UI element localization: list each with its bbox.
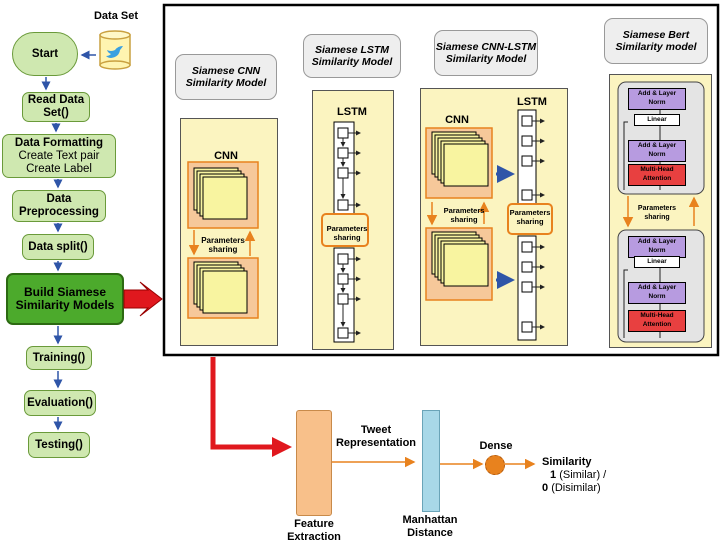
similarity-output: Similarity 1 (Similar) / 0 (Disimilar) xyxy=(542,456,652,495)
cnn-diagram xyxy=(187,161,259,319)
similarity-title: Similarity xyxy=(542,456,592,468)
read-data-label: Read Data Set() xyxy=(27,94,85,119)
dataset-label: Data Set xyxy=(93,10,139,22)
bert-bottom-linear-text: Linear xyxy=(647,258,667,265)
bert-bottom-linear: Linear xyxy=(634,256,680,268)
testing-label: Testing() xyxy=(35,438,83,451)
sim0-text: (Disimilar) xyxy=(551,482,601,494)
lstm-param-sharing: Parameters sharing xyxy=(326,224,368,242)
lstm-diagram xyxy=(321,121,369,343)
read-data-step: Read Data Set() xyxy=(22,92,90,122)
start-label: Start xyxy=(31,47,59,60)
formatting-title: Data Formatting xyxy=(14,136,104,149)
cnn-model-title: Siamese CNN Similarity Model xyxy=(175,54,277,100)
bert-bottom-mha-text: Multi-Head Attention xyxy=(640,312,674,328)
bert-bottom-addnorm-1-text: Add & Layer Norm xyxy=(637,238,677,254)
similarity-one: 1 (Similar) / xyxy=(542,469,652,482)
bert-top-mha-text: Multi-Head Attention xyxy=(640,166,674,182)
bert-top-addnorm-1-text: Add & Layer Norm xyxy=(637,90,677,106)
lstm-model-title: Siamese LSTM Similarity Model xyxy=(303,34,401,78)
build-models-step: Build Siamese Similarity Models xyxy=(6,273,124,325)
training-label: Training() xyxy=(32,351,86,364)
cnnlstm-lstm-param-sharing: Parameters sharing xyxy=(509,208,551,226)
bert-model-title: Siamese Bert Similarity model xyxy=(604,18,708,64)
feature-extraction-label: Feature Extraction xyxy=(287,518,341,543)
dense-node xyxy=(485,455,505,475)
cnn-param-sharing: Parameters sharing xyxy=(201,236,245,254)
similarity-zero: 0 (Disimilar) xyxy=(542,482,652,495)
bert-top-addnorm-2-text: Add & Layer Norm xyxy=(637,142,677,158)
tweet-representation-label: Tweet Representation xyxy=(335,424,417,449)
manhattan-label: Manhattan Distance xyxy=(402,514,458,539)
bert-top-addnorm-1: Add & Layer Norm xyxy=(628,88,686,110)
bert-bottom-addnorm-2: Add & Layer Norm xyxy=(628,282,686,304)
cnn-label: CNN xyxy=(214,150,238,162)
bert-model-title-text: Siamese Bert Similarity model xyxy=(615,29,697,53)
testing-step: Testing() xyxy=(28,432,90,458)
sim1-num: 1 xyxy=(550,469,557,481)
bert-bottom-addnorm-1: Add & Layer Norm xyxy=(628,236,686,258)
manhattan-block xyxy=(422,410,440,512)
lstm-model-title-text: Siamese LSTM Similarity Model xyxy=(311,44,393,68)
start-node: Start xyxy=(12,32,78,76)
formatting-sub2: Create Label xyxy=(26,162,92,175)
sim1-text: (Similar) / xyxy=(559,469,607,481)
training-step: Training() xyxy=(26,346,92,370)
bert-top-linear: Linear xyxy=(634,114,680,126)
sim0-num: 0 xyxy=(542,482,549,494)
cnnlstm-cnn-label: CNN xyxy=(445,114,469,126)
formatting-sub1: Create Text pair xyxy=(18,149,100,162)
bert-top-mha: Multi-Head Attention xyxy=(628,164,686,186)
preprocessing-label: Data Preprocessing xyxy=(19,193,99,218)
data-formatting-step: Data Formatting Create Text pair Create … xyxy=(2,134,116,178)
bert-top-addnorm-2: Add & Layer Norm xyxy=(628,140,686,162)
lstm-label: LSTM xyxy=(337,106,367,118)
cnn-model-title-text: Siamese CNN Similarity Model xyxy=(185,65,267,89)
preprocessing-step: Data Preprocessing xyxy=(12,190,106,222)
cnnlstm-model-title-text: Siamese CNN-LSTM Similarity Model xyxy=(435,41,537,65)
data-split-label: Data split() xyxy=(28,240,88,253)
cnnlstm-model-title: Siamese CNN-LSTM Similarity Model xyxy=(434,30,538,76)
bert-bottom-mha: Multi-Head Attention xyxy=(628,310,686,332)
cnnlstm-lstm-label: LSTM xyxy=(517,96,547,108)
bert-top-linear-text: Linear xyxy=(647,116,667,123)
evaluation-label: Evaluation() xyxy=(27,396,93,409)
evaluation-step: Evaluation() xyxy=(24,390,96,416)
data-split-step: Data split() xyxy=(22,234,94,260)
build-models-label: Build Siamese Similarity Models xyxy=(15,285,115,312)
cnnlstm-cnn-param-sharing: Parameters sharing xyxy=(443,206,485,224)
bert-bottom-addnorm-2-text: Add & Layer Norm xyxy=(637,284,677,300)
database-icon xyxy=(99,30,131,70)
dense-label: Dense xyxy=(479,440,513,452)
bert-param-sharing: Parameters sharing xyxy=(637,205,677,221)
feature-extraction-block xyxy=(296,410,332,516)
cnnlstm-diagram xyxy=(425,109,553,341)
